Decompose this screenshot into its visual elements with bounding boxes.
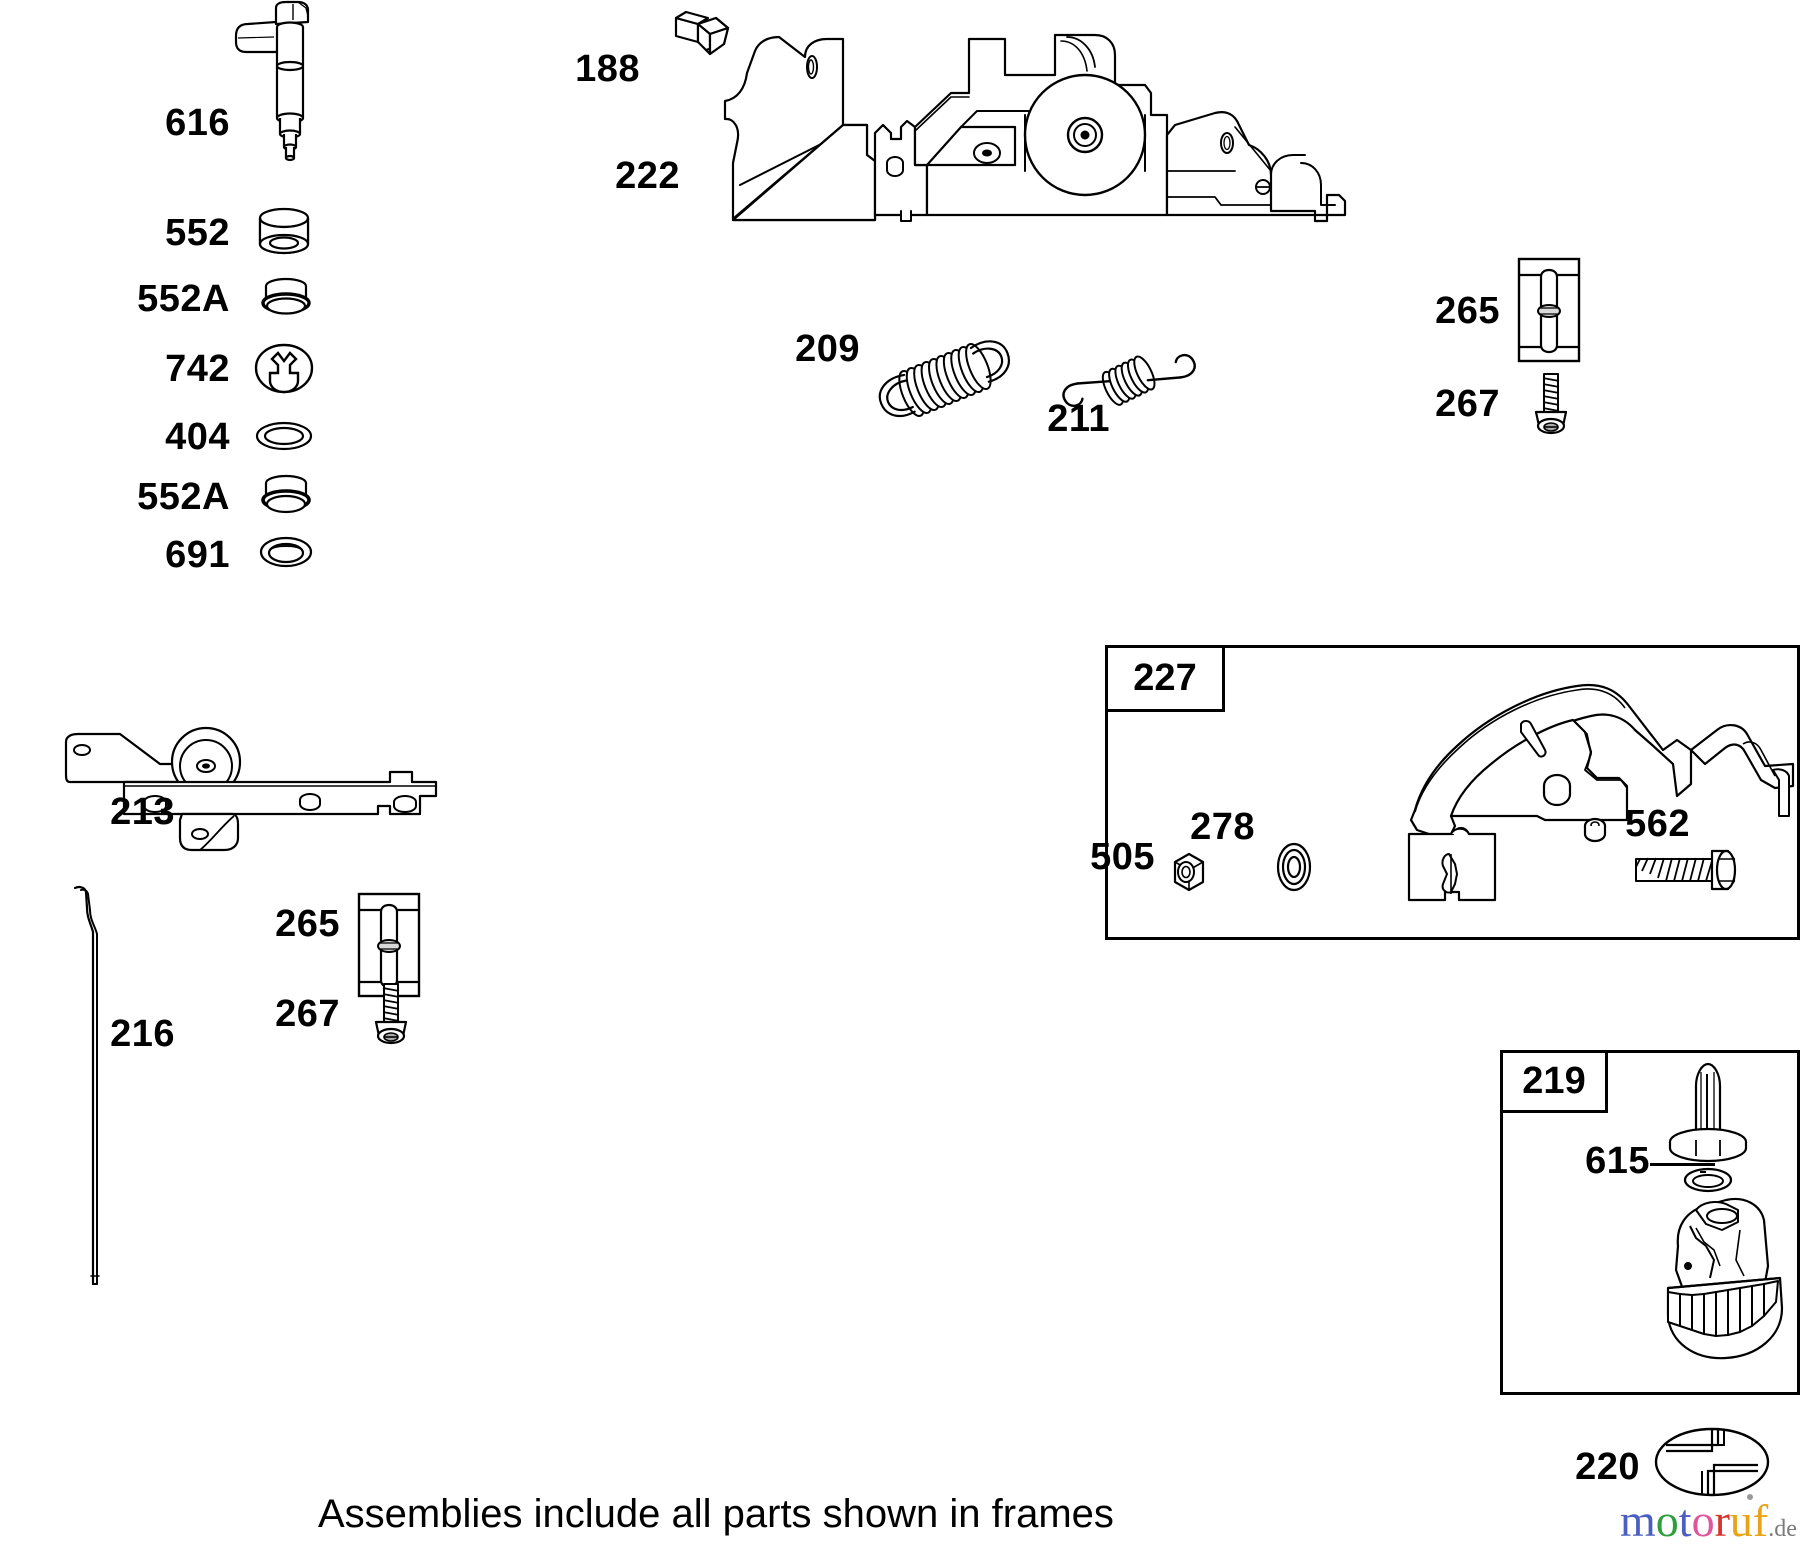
part-216-governor-link-rod — [65, 880, 115, 1300]
logo-letter-o2: o — [1691, 1495, 1715, 1546]
logo-letter-m: m — [1620, 1495, 1656, 1546]
part-label-188: 188 — [575, 48, 640, 90]
part-label-211: 211 — [1047, 398, 1110, 440]
part-213-governor-control-plate — [60, 726, 450, 868]
frame-219-tag: 219 — [1500, 1050, 1608, 1113]
part-265-cable-clamp-clip-left — [355, 890, 423, 1000]
part-209-governor-spring-long — [865, 330, 1025, 430]
logo-letter-o1: o — [1655, 1495, 1679, 1546]
part-267-self-tapping-screw-left — [370, 980, 412, 1052]
part-552-bushing-sleeve — [252, 204, 316, 260]
part-742-e-clip-retainer — [254, 343, 314, 395]
part-label-404: 404 — [165, 416, 230, 458]
motoruf-watermark-logo: motoruf.de — [1620, 1494, 1797, 1546]
part-label-552A-bottom: 552A — [137, 476, 230, 518]
logo-letter-f: f — [1752, 1495, 1769, 1546]
part-label-278: 278 — [1190, 806, 1255, 848]
part-505-hex-nut — [1167, 850, 1211, 898]
part-219-governor-gear-assembly — [1660, 1060, 1790, 1380]
logo-letter-r: r — [1714, 1495, 1730, 1546]
logo-dot-accent — [1746, 1494, 1753, 1500]
frame-227-tag: 227 — [1105, 645, 1225, 712]
part-label-505: 505 — [1090, 836, 1155, 878]
part-552A-flanged-bushing-bottom — [256, 471, 316, 525]
part-label-742: 742 — [165, 348, 230, 390]
part-label-552A-top: 552A — [137, 278, 230, 320]
part-188-hex-flange-bolt — [672, 8, 734, 66]
part-label-265-right: 265 — [1435, 290, 1500, 332]
assembly-note: Assemblies include all parts shown in fr… — [318, 1492, 1114, 1536]
logo-letter-t: t — [1678, 1495, 1692, 1546]
leader-line-615 — [1650, 1163, 1715, 1166]
part-label-220: 220 — [1575, 1446, 1640, 1488]
part-267-self-tapping-screw-right — [1530, 370, 1572, 442]
part-404-washer-ring — [254, 418, 314, 454]
part-222-control-bracket-assembly — [715, 15, 1415, 240]
part-label-213: 213 — [110, 791, 175, 833]
part-label-216: 216 — [110, 1013, 175, 1055]
part-label-616: 616 — [165, 102, 230, 144]
part-label-222: 222 — [615, 155, 680, 197]
part-220-thrust-washer-oval — [1652, 1425, 1772, 1499]
part-552A-flanged-bushing-top — [256, 274, 316, 326]
logo-suffix-de: .de — [1768, 1516, 1797, 1542]
part-label-562: 562 — [1625, 803, 1690, 845]
part-562-shoulder-screw — [1630, 845, 1740, 895]
frame-227 — [1105, 645, 1800, 940]
part-265-cable-clamp-clip-right — [1515, 255, 1583, 365]
part-label-267-right: 267 — [1435, 383, 1500, 425]
part-616-throttle-shaft-lever — [230, 0, 350, 200]
part-label-615: 615 — [1585, 1140, 1650, 1182]
part-label-209: 209 — [795, 328, 860, 370]
logo-letter-u: u — [1729, 1495, 1753, 1546]
part-691-seal-grommet — [258, 534, 314, 570]
part-label-691: 691 — [165, 534, 230, 576]
frame-219 — [1500, 1050, 1800, 1395]
part-label-552: 552 — [165, 212, 230, 254]
part-label-265-left: 265 — [275, 903, 340, 945]
part-211-governor-spring-short — [1055, 330, 1205, 430]
part-227-brake-lever-assembly — [1405, 668, 1800, 918]
part-label-267-left: 267 — [275, 993, 340, 1035]
part-278-flat-washer — [1272, 840, 1316, 896]
